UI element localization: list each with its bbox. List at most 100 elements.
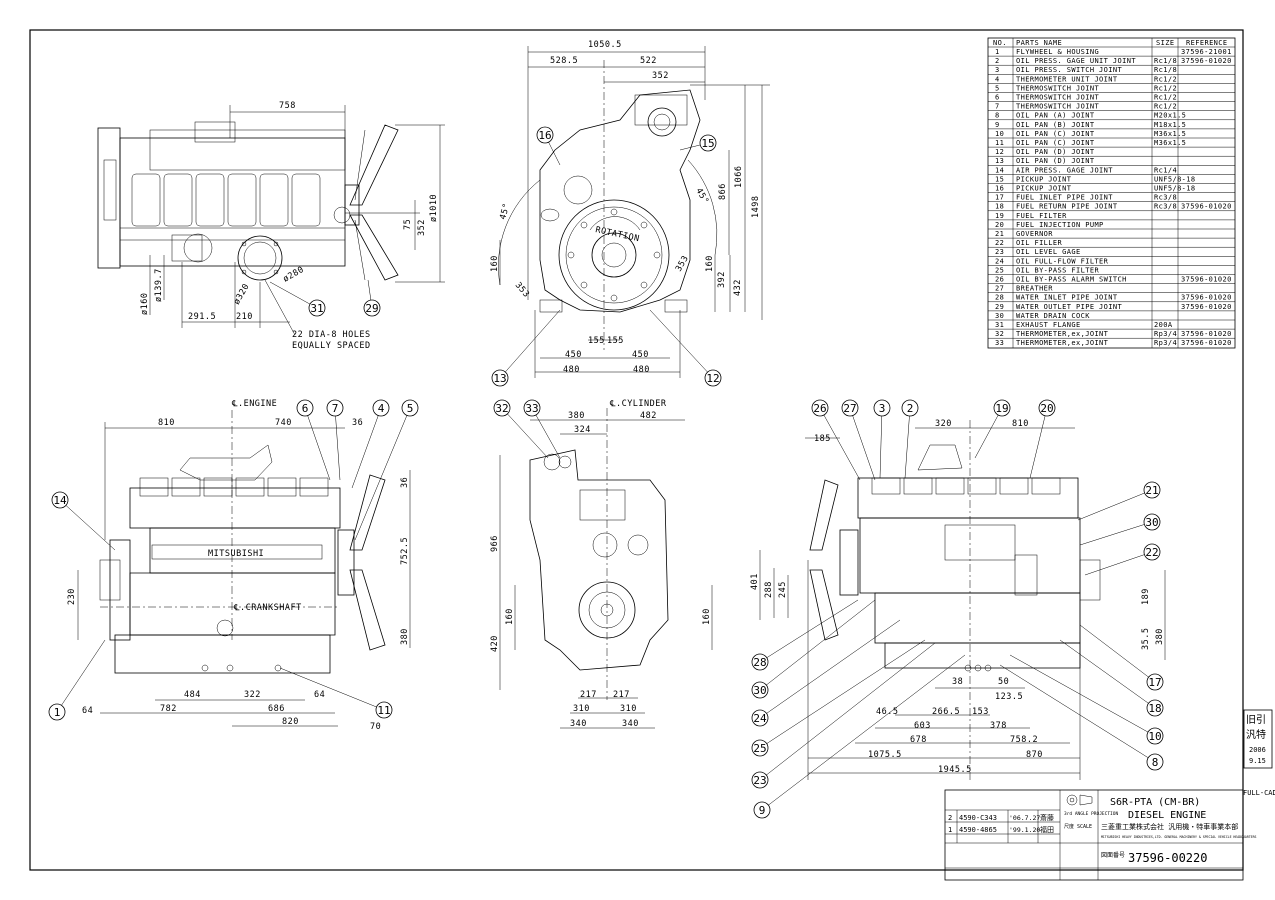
balloon-leader: [351, 415, 379, 489]
balloon-circle: [491, 369, 509, 387]
table-cell-name: THERMOMETER UNIT JOINT: [1016, 75, 1118, 83]
balloon-circle: [1146, 699, 1164, 717]
dim-1075-5: 1075.5: [868, 750, 902, 760]
projection-label: 3rd ANGLE PROJECTION: [1064, 811, 1118, 817]
balloon-leader: [1079, 524, 1145, 546]
dim-380-br: 380: [1155, 628, 1165, 645]
table-cell-name: OIL FILLER: [1016, 239, 1063, 247]
balloon-circle: [751, 681, 769, 699]
table-cell-size: 200A: [1154, 321, 1173, 329]
dim-324: 324: [574, 425, 591, 435]
dim-288: 288: [764, 581, 774, 598]
rev-2-ref: 4590-C343: [959, 814, 997, 822]
balloon-circle: [841, 399, 859, 417]
dim-392: 392: [717, 271, 727, 288]
balloon-21: 21: [1145, 484, 1158, 497]
dim-820: 820: [282, 717, 299, 727]
balloon-30: 30: [753, 684, 766, 697]
view-bottom-left: MITSUBISHI ℄.CRANKSHAFT ℄.ENGINE 810 740…: [67, 399, 411, 732]
dim-230: 230: [67, 588, 77, 605]
balloon-24: 24: [753, 712, 767, 725]
dim-217-left: 217: [580, 690, 597, 700]
table-cell-name: GOVERNOR: [1016, 230, 1053, 238]
dim-528-5: 528.5: [550, 56, 578, 66]
table-cell-name: BREATHER: [1016, 285, 1053, 293]
balloon-leader: [879, 415, 883, 479]
table-cell-name: THERMOMETER,ex,JOINT: [1016, 339, 1109, 347]
balloon-16: 16: [538, 129, 551, 142]
cylinder-cl-label: ℄.CYLINDER: [609, 399, 667, 409]
balloon-leader: [335, 415, 341, 481]
dim-352: 352: [417, 219, 427, 236]
balloon-circle: [1146, 727, 1164, 745]
table-cell-no: 9: [995, 121, 1000, 129]
table-cell-name: FUEL RETURN PIPE JOINT: [1016, 203, 1118, 211]
dim-380-bc: 380: [568, 411, 585, 421]
balloon-leader: [1084, 554, 1145, 576]
balloon-circle: [372, 399, 390, 417]
dim-810-br: 810: [1012, 419, 1029, 429]
dim-401: 401: [750, 573, 760, 590]
balloon-15: 15: [701, 137, 714, 150]
scale-label: 尺度 SCALE: [1064, 823, 1092, 830]
balloon-circle: [811, 399, 829, 417]
table-cell-size: UNF5/8-18: [1154, 185, 1196, 193]
dim-36-right: 36: [400, 477, 410, 488]
table-cell-name: OIL PRESS. SWITCH JOINT: [1016, 66, 1123, 74]
balloon-circle: [326, 399, 344, 417]
dim-45-right: 45°: [693, 187, 710, 207]
dim-155-left: 155: [588, 336, 605, 346]
table-cell-name: OIL PAN (D) JOINT: [1016, 157, 1095, 165]
balloon-leader: [766, 639, 926, 744]
table-cell-no: 33: [995, 339, 1004, 347]
table-cell-name: OIL BY-PASS FILTER: [1016, 266, 1099, 274]
dim-160-bc-left: 160: [505, 608, 515, 625]
balloon-leader: [679, 144, 701, 151]
rev-1-date: '99.1.20: [1009, 826, 1040, 834]
balloon-circle: [51, 491, 69, 509]
dim-340-left: 340: [570, 719, 587, 729]
balloon-circle: [873, 399, 891, 417]
stamp-line-3: 2006: [1249, 746, 1266, 754]
dim-1010: ø1010: [429, 194, 439, 222]
table-cell-name: FUEL FILTER: [1016, 212, 1067, 220]
table-header-ref: REFERENCE: [1186, 39, 1228, 47]
table-cell-size: Rc3/8: [1154, 194, 1177, 202]
balloon-14: 14: [53, 494, 67, 507]
table-cell-no: 8: [995, 112, 1000, 120]
table-cell-ref: 37596-01020: [1181, 294, 1232, 302]
dim-310-right: 310: [620, 704, 637, 714]
table-cell-size: Rc1/2: [1154, 75, 1177, 83]
dim-322: 322: [244, 690, 261, 700]
rev-1-number: 1: [948, 826, 952, 834]
table-header-size: SIZE: [1156, 39, 1174, 47]
balloon-3: 3: [879, 402, 886, 415]
dim-280: ø280: [282, 265, 306, 285]
dim-160-tc-left: 160: [490, 255, 500, 272]
balloon-circle: [699, 134, 717, 152]
table-cell-no: 21: [995, 230, 1004, 238]
balloon-29: 29: [365, 302, 378, 315]
table-cell-no: 26: [995, 276, 1004, 284]
table-cell-name: OIL PAN (D) JOINT: [1016, 148, 1095, 156]
table-header-no: NO.: [993, 39, 1007, 47]
balloon-33: 33: [525, 402, 538, 415]
balloon-circle: [523, 399, 541, 417]
title-block: 3rd ANGLE PROJECTION 尺度 SCALE S6R-PTA (C…: [944, 789, 1257, 881]
dim-782: 782: [160, 704, 177, 714]
balloon-circle: [375, 701, 393, 719]
balloon-circle: [1146, 753, 1164, 771]
table-cell-size: UNF5/8-18: [1154, 175, 1196, 183]
balloon-2: 2: [907, 402, 914, 415]
dim-752-5: 752.5: [400, 537, 410, 565]
table-cell-name: OIL PAN (A) JOINT: [1016, 112, 1095, 120]
view-top-center: ROTATION 1050.5 528.5 522 352 1066 1498 …: [490, 40, 770, 378]
table-cell-no: 13: [995, 157, 1004, 165]
dim-378: 378: [990, 721, 1007, 731]
table-cell-name: THERMOSWITCH JOINT: [1016, 103, 1099, 111]
dim-432: 432: [733, 279, 743, 296]
balloon-leader: [279, 667, 377, 708]
drawing-no: 37596-00220: [1128, 851, 1207, 865]
table-cell-no: 22: [995, 239, 1004, 247]
subject-title: DIESEL ENGINE: [1128, 810, 1206, 821]
